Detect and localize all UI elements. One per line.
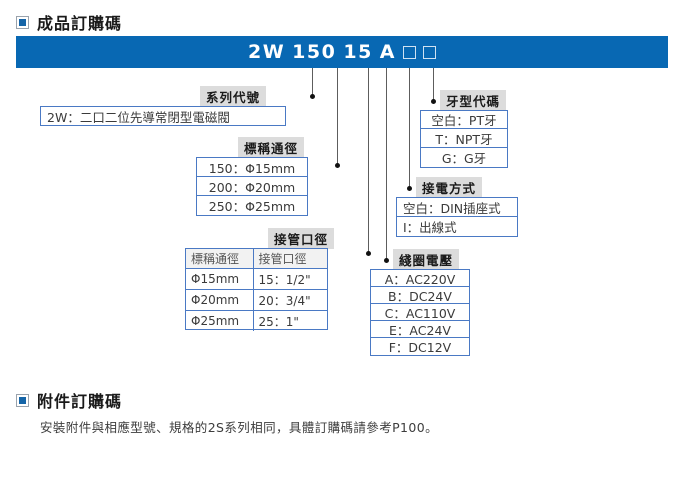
nominal-row: 250：Φ25mm <box>208 199 296 214</box>
table-row: Φ25mm 25：1" <box>186 311 327 331</box>
section-title-product-code: 成品訂購碼 <box>37 14 123 33</box>
cell-pipe: 20：3/4" <box>258 293 311 308</box>
code-part-series: 2W <box>247 41 286 63</box>
square-bullet-icon <box>16 15 29 29</box>
wiring-row: 空白：DIN插座式 <box>397 198 517 217</box>
nominal-row: 150：Φ15mm <box>197 158 307 177</box>
cell-nominal: Φ25mm <box>186 311 254 331</box>
cell-nominal: Φ15mm <box>186 269 254 289</box>
table-header-pipe: 接管口徑 <box>253 249 327 268</box>
section-title-accessory-code: 附件訂購碼 <box>37 392 123 411</box>
code-placeholder-wiring-icon <box>403 45 417 59</box>
cell-pipe: 15：1/2" <box>258 272 311 287</box>
callout-label-series: 系列代號 <box>200 86 266 107</box>
leader-dot-thread <box>431 99 436 104</box>
leader-line-thread <box>433 68 434 101</box>
callout-label-thread-code: 牙型代碼 <box>440 90 506 111</box>
callout-box-coil-voltage: A：AC220V B：DC24V C：AC110V E：AC24V F：DC12… <box>370 269 470 356</box>
thread-row: G：G牙 <box>441 151 487 166</box>
code-part-voltage: A <box>379 41 397 63</box>
code-placeholder-thread-icon <box>423 45 437 59</box>
callout-label-coil-voltage: 綫圈電壓 <box>393 249 459 270</box>
voltage-row: F：DC12V <box>388 340 452 355</box>
leader-dot-nominal <box>335 163 340 168</box>
callout-box-series: 2W：二口二位先導常閉型電磁閥 <box>40 106 286 126</box>
code-part-pipe: 15 <box>343 41 373 63</box>
leader-line-wiring <box>409 68 410 188</box>
leader-line-nominal <box>337 68 338 165</box>
leader-dot-pipe <box>366 251 371 256</box>
cell-pipe: 25：1" <box>258 314 299 329</box>
callout-box-thread-code: 空白：PT牙 T：NPT牙 G：G牙 <box>420 110 508 168</box>
table-row: Φ15mm 15：1/2" <box>186 269 327 290</box>
order-code-banner: 2W 150 15 A <box>16 36 668 68</box>
callout-label-nominal-diameter: 標稱通徑 <box>238 137 304 158</box>
wiring-row: I：出線式 <box>403 220 457 235</box>
nominal-row: 200：Φ20mm <box>197 177 307 196</box>
callout-table-pipe-size: 標稱通徑 接管口徑 Φ15mm 15：1/2" Φ20mm 20：3/4" Φ2… <box>185 248 328 331</box>
accessory-note: 安裝附件與相應型號、規格的2S系列相同，具體訂購碼請參考P100。 <box>40 420 438 435</box>
table-row: Φ20mm 20：3/4" <box>186 290 327 311</box>
cell-nominal: Φ20mm <box>186 290 254 310</box>
table-header-row: 標稱通徑 接管口徑 <box>186 249 327 269</box>
voltage-row: E：AC24V <box>371 321 469 338</box>
leader-dot-series <box>310 94 315 99</box>
callout-box-nominal-diameter: 150：Φ15mm 200：Φ20mm 250：Φ25mm <box>196 157 308 216</box>
leader-dot-voltage <box>384 258 389 263</box>
voltage-row: B：DC24V <box>371 287 469 304</box>
callout-box-wiring-method: 空白：DIN插座式 I：出線式 <box>396 197 518 237</box>
voltage-row: A：AC220V <box>371 270 469 287</box>
thread-row: 空白：PT牙 <box>421 111 507 129</box>
series-row: 2W：二口二位先導常閉型電磁閥 <box>47 109 230 125</box>
square-bullet-icon <box>16 393 29 407</box>
voltage-row: C：AC110V <box>371 304 469 321</box>
section-header-accessory-code: 附件訂購碼 <box>16 388 122 412</box>
table-header-nominal: 標稱通徑 <box>186 249 254 268</box>
thread-row: T：NPT牙 <box>421 129 507 148</box>
leader-dot-wiring <box>407 186 412 191</box>
callout-label-pipe-size: 接管口徑 <box>268 228 334 249</box>
leader-line-pipe <box>368 68 369 253</box>
leader-line-voltage <box>386 68 387 260</box>
order-code-string: 2W 150 15 A <box>247 41 437 63</box>
callout-label-wiring-method: 接電方式 <box>416 177 482 198</box>
section-header-product-code: 成品訂購碼 <box>16 10 122 34</box>
leader-line-series <box>312 68 313 96</box>
code-part-nominal: 150 <box>292 41 337 63</box>
